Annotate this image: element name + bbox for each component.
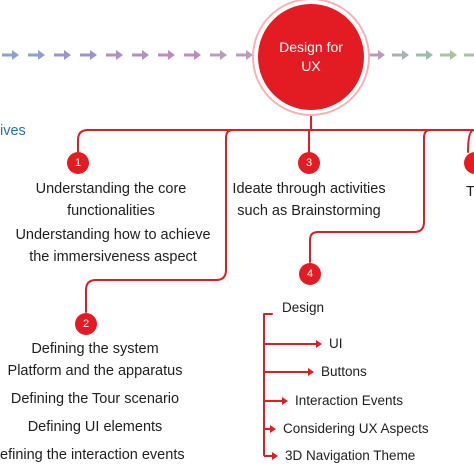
branch-2-item-3: Defining UI elements xyxy=(27,419,163,435)
design-node-title: Design xyxy=(282,300,325,315)
flow-arrow-icon xyxy=(80,50,97,60)
design-child-arrow-icon xyxy=(264,368,314,376)
branch-5-drop xyxy=(467,129,474,153)
hub-title-line-1: Design for xyxy=(279,39,343,55)
flow-arrow-icon xyxy=(440,50,457,60)
flow-arrow-icon xyxy=(2,50,19,60)
branch-2-connector xyxy=(85,129,234,313)
branch-2-item-2: Defining the Tour scenario xyxy=(10,391,180,407)
design-child-interaction-events: Interaction Events xyxy=(295,393,404,408)
branch-1-item-2: Understanding how to achieve the immersi… xyxy=(15,227,211,265)
flow-arrow-icon xyxy=(132,50,149,60)
flow-arrow-icon xyxy=(416,50,433,60)
design-child-arrow-icon xyxy=(264,397,288,405)
flow-arrow-icon xyxy=(28,50,45,60)
design-child-arrow-icon xyxy=(264,340,322,348)
cut-off-left-label: ives xyxy=(0,123,26,139)
step-badge-3: 3 xyxy=(298,152,320,174)
flow-arrow-icon xyxy=(236,50,253,60)
branch-1-drop xyxy=(77,129,89,141)
flow-arrow-icon xyxy=(54,50,71,60)
branch-2-item-1: Defining the system Platform and the app… xyxy=(7,341,183,379)
flow-arrow-icon xyxy=(106,50,123,60)
design-child-buttons: Buttons xyxy=(321,364,367,379)
step-badge-5-partial xyxy=(464,152,474,174)
design-child-ui: UI xyxy=(329,336,343,351)
branch-1-item-1: Understanding the core functionalities xyxy=(35,181,187,219)
branch-2-item-4: efining the interaction events xyxy=(0,447,185,463)
branch-5-cut-off-label: T xyxy=(466,184,474,200)
design-child-ux-aspects: Considering UX Aspects xyxy=(283,421,429,436)
branch-4-connector xyxy=(309,129,431,263)
design-for-ux-hub: Design for UX xyxy=(258,4,364,110)
hub-title-line-2: UX xyxy=(301,58,321,74)
flow-arrow-icon xyxy=(158,50,175,60)
step-badge-4: 4 xyxy=(299,263,321,285)
design-tree-trunk xyxy=(263,313,273,456)
arrow-flow-row xyxy=(2,50,474,60)
design-child-3d-navigation: 3D Navigation Theme xyxy=(285,448,416,463)
design-child-arrows xyxy=(264,340,322,460)
design-child-arrow-icon xyxy=(264,425,276,433)
branch-3-item: Ideate through activities such as Brains… xyxy=(232,181,386,219)
flow-arrow-icon xyxy=(368,50,385,60)
step-badge-2: 2 xyxy=(75,313,97,335)
step-badge-1: 1 xyxy=(67,152,89,174)
flow-arrow-icon xyxy=(184,50,201,60)
flow-arrow-icon xyxy=(392,50,409,60)
flow-arrow-icon xyxy=(464,53,474,57)
flow-arrow-icon xyxy=(210,50,227,60)
design-child-arrow-icon xyxy=(264,452,278,460)
